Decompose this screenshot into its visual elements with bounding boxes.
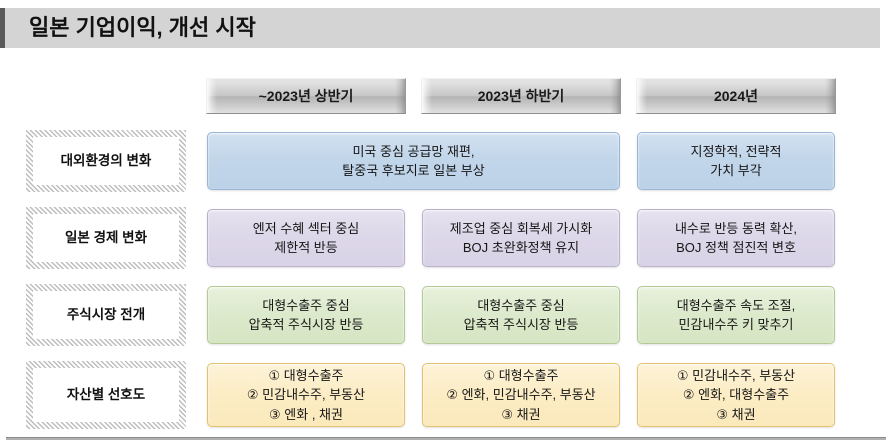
cell-r4-c1: ① 대형수출주 ② 민감내수주, 부동산 ③ 엔화 , 채권 — [207, 363, 405, 427]
column-header-2[interactable]: 2023년 하반기 — [421, 78, 621, 114]
column-header-1[interactable]: ~2023년 상반기 — [206, 78, 406, 114]
cell-r3-c3: 대형수출주 속도 조절, 민감내수주 키 맞추기 — [637, 286, 835, 344]
cell-r4-c3: ① 민감내수주, 부동산 ② 엔화, 대형수출주 ③ 채권 — [637, 363, 835, 427]
comparison-table: ~2023년 상반기 2023년 하반기 2024년 대외환경의 변화 미국 중… — [0, 78, 892, 430]
cell-r2-c1: 엔저 수혜 섹터 중심 제한적 반등 — [207, 209, 405, 267]
row-label-japan-economy: 일본 경제 변화 — [26, 207, 186, 269]
cell-r2-c3: 내수로 반등 동력 확산, BOJ 정책 점진적 변호 — [637, 209, 835, 267]
cell-r1-c1-c2: 미국 중심 공급망 재편, 탈중국 후보지로 일본 부상 — [207, 132, 620, 190]
title-accent-bar — [0, 8, 5, 48]
row-label-stock-market: 주식시장 전개 — [26, 284, 186, 346]
cell-r1-c3: 지정학적, 전략적 가치 부각 — [637, 132, 835, 190]
cell-r3-c2: 대형수출주 중심 압축적 주식시장 반등 — [422, 286, 620, 344]
cell-r2-c2: 제조업 중심 회복세 가시화 BOJ 초완화정책 유지 — [422, 209, 620, 267]
cell-r4-c2: ① 대형수출주 ② 엔화, 민감내수주, 부동산 ③ 채권 — [422, 363, 620, 427]
column-header-3[interactable]: 2024년 — [636, 78, 836, 114]
row-label-external-environment: 대외환경의 변화 — [26, 130, 186, 192]
column-header-1-label: ~2023년 상반기 — [258, 88, 354, 104]
row-label-asset-preference: 자산별 선호도 — [26, 361, 186, 429]
page-title: 일본 기업이익, 개선 시작 — [29, 15, 256, 40]
column-header-3-label: 2024년 — [713, 88, 759, 104]
column-header-2-label: 2023년 하반기 — [477, 88, 565, 104]
page-title-bar: 일본 기업이익, 개선 시작 — [0, 8, 880, 48]
bottom-divider — [6, 437, 886, 440]
cell-r3-c1: 대형수출주 중심 압축적 주식시장 반등 — [207, 286, 405, 344]
